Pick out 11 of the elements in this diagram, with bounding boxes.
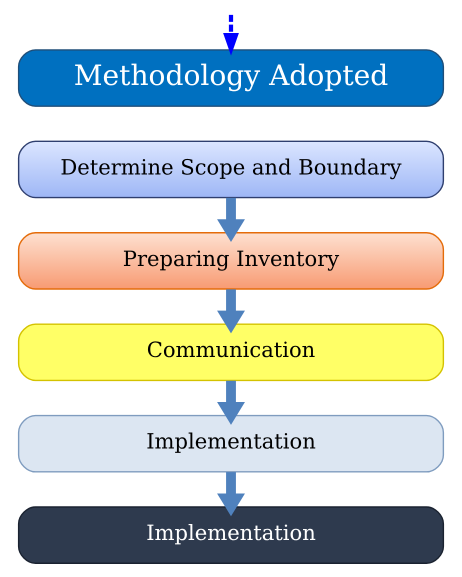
node-box: Determine Scope and Boundary [18,140,444,198]
arrow [217,198,245,242]
node-box: Methodology Adopted [18,49,444,107]
node-box: Preparing Inventory [18,232,444,290]
arrow [223,14,239,56]
arrow [217,472,245,516]
arrow [217,289,245,334]
arrow [217,380,245,425]
node-box: Implementation [18,506,444,564]
node-box: Communication [18,323,444,382]
node-box: Implementation [18,414,444,473]
